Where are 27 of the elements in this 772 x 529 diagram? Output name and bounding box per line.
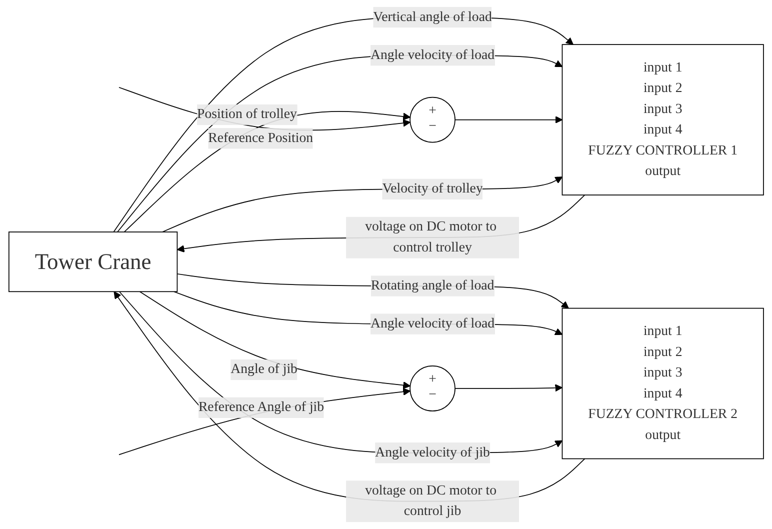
edge-label: Angle velocity of load	[370, 48, 494, 62]
edge-label: Position of trolley	[196, 106, 297, 122]
edge-label: Angle of jib	[230, 362, 298, 377]
arrow	[454, 116, 562, 124]
node-box: Tower Crane	[8, 232, 178, 292]
node-circle: + −	[409, 96, 456, 143]
node-circle: + −	[409, 366, 456, 412]
arrow	[162, 176, 562, 232]
edge-label: Angle velocity of jib	[374, 445, 490, 460]
node-box: input 1 input 2 input 3 input 4 FUZZY CONTROLLER 1 output	[562, 44, 764, 196]
edge-label: voltage on DC motor to control jib	[364, 483, 496, 519]
arrow	[173, 291, 562, 335]
arrow	[454, 384, 562, 392]
arrow	[139, 291, 410, 389]
arrow	[176, 273, 569, 309]
arrow	[118, 291, 562, 454]
arrow	[113, 16, 574, 232]
edge-label: Vertical angle of load	[372, 10, 492, 24]
edge-label: Reference Angle of jib	[198, 400, 324, 415]
edge-label: Reference Position	[208, 130, 313, 146]
edge-label: voltage on DC motor to control trolley	[364, 219, 496, 255]
arrow	[118, 388, 410, 456]
node-box: input 1 input 2 input 3 input 4 FUZZY CONTROLLER 2 output	[562, 308, 764, 460]
arrow	[116, 54, 562, 232]
edge-label: Angle velocity of load	[370, 316, 494, 331]
edge-label: Rotating angle of load	[370, 278, 494, 293]
edge-label: Velocity of trolley	[382, 181, 483, 196]
